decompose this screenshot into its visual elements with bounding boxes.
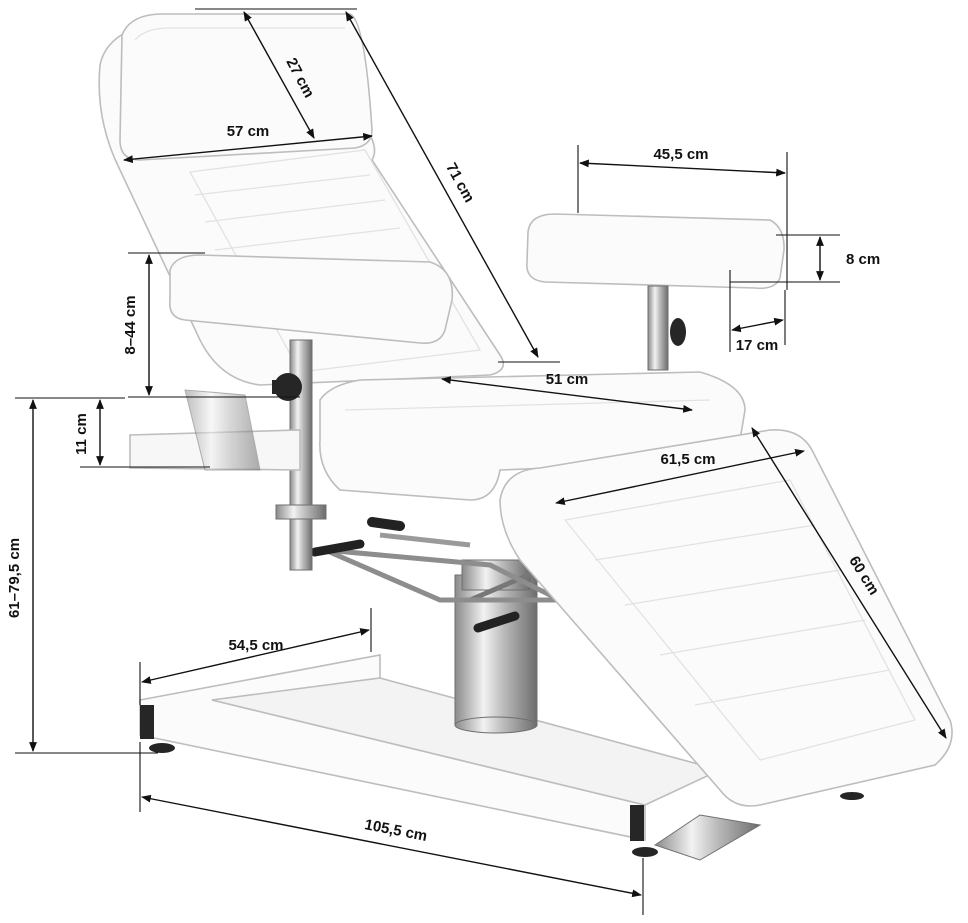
- label-armrest-width: 17 cm: [736, 337, 779, 354]
- label-side-rest-height: 11 cm: [73, 413, 90, 455]
- chair-base: [139, 654, 864, 861]
- label-base-width: 54,5 cm: [228, 637, 283, 654]
- label-backrest-length: 71 cm: [442, 160, 477, 205]
- label-armrest-thickness: 8 cm: [846, 251, 880, 268]
- label-seat-width: 51 cm: [546, 371, 589, 388]
- label-leg-section-width: 61,5 cm: [660, 451, 715, 468]
- dimension-lines: [15, 8, 947, 915]
- label-headrest-width: 57 cm: [227, 123, 270, 140]
- hydraulic-column: [310, 517, 562, 734]
- label-armrest-height-range: 8–44 cm: [122, 295, 139, 354]
- label-seat-height-range: 61–79,5 cm: [6, 538, 23, 618]
- label-total-length: 105,5 cm: [363, 816, 428, 845]
- label-armrest-length: 45,5 cm: [653, 146, 708, 163]
